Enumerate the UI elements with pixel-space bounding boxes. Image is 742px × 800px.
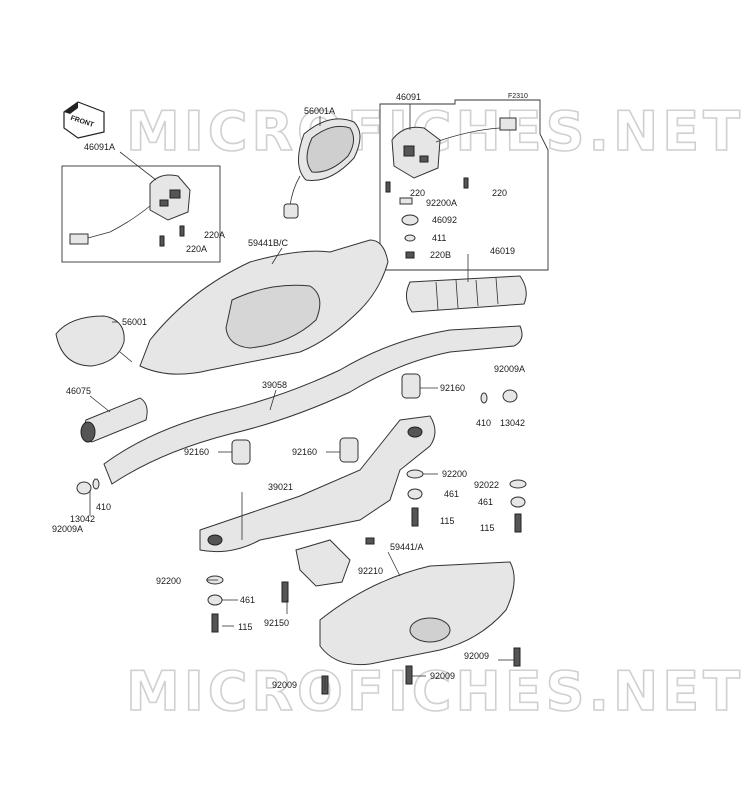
label-92009A-right: 92009A: [494, 364, 525, 374]
front-arrow-icon: FRONT: [63, 101, 105, 139]
label-59441A: 59441/A: [390, 542, 424, 552]
screw-92009-c: [513, 647, 521, 667]
label-92160-left: 92160: [184, 447, 209, 457]
washer-92200-right: [406, 469, 424, 479]
bolt-115-mid: [411, 507, 419, 527]
label-92009A-left: 92009A: [52, 524, 83, 534]
label-46019: 46019: [490, 246, 515, 256]
label-92160-middle: 92160: [292, 447, 317, 457]
handlebar-lower-cover: [319, 561, 515, 666]
label-115-left: 115: [238, 622, 252, 632]
washer-410-left: [92, 478, 100, 490]
right-grip: [406, 275, 527, 313]
washer-410-right: [480, 392, 488, 404]
label-220A-2: 220A: [186, 244, 207, 254]
right-switch-frame: [379, 99, 549, 271]
holder-hole-left: [207, 534, 223, 546]
cover-vent: [225, 284, 321, 349]
label-461-left: 461: [240, 595, 255, 605]
label-46091A: 46091A: [84, 142, 115, 152]
label-410-right: 410: [476, 418, 491, 428]
label-410-left: 410: [96, 502, 111, 512]
label-46091: 46091: [396, 92, 421, 102]
ref-code: F2310: [508, 93, 528, 100]
label-92022: 92022: [474, 480, 499, 490]
label-92009-bottom-middle: 92009: [430, 671, 455, 681]
left-grip: [80, 397, 148, 443]
label-92210: 92210: [358, 566, 383, 576]
lower-cover-opening: [409, 617, 451, 643]
label-46075: 46075: [66, 386, 91, 396]
label-39058: 39058: [262, 380, 287, 390]
label-220-2: 220: [492, 188, 507, 198]
label-13042-right: 13042: [500, 418, 525, 428]
label-56001A: 56001A: [304, 106, 335, 116]
label-56001: 56001: [122, 317, 147, 327]
right-switch-assembly: [385, 117, 517, 259]
damper-middle: [339, 437, 359, 463]
collar-461-mid: [407, 488, 423, 500]
left-mirror: [55, 315, 133, 367]
label-13042-left: 13042: [70, 514, 95, 524]
screw-92210: [365, 537, 375, 545]
label-92160-right: 92160: [440, 383, 465, 393]
label-39021: 39021: [268, 482, 293, 492]
damper-right: [401, 373, 421, 399]
label-92200-left: 92200: [156, 576, 181, 586]
label-92200A: 92200A: [426, 198, 457, 208]
label-59441BC: 59441B/C: [248, 238, 289, 248]
label-220A-1: 220A: [204, 230, 225, 240]
label-46092: 46092: [432, 215, 457, 225]
washer-92022: [509, 479, 527, 489]
label-92200-right: 92200: [442, 469, 467, 479]
left-switch-assembly: [69, 174, 191, 247]
holder-hole-right: [407, 426, 423, 438]
label-92009-right: 92009: [464, 651, 489, 661]
handlebar-holder: [199, 415, 436, 553]
bolt-115-left: [211, 613, 219, 633]
end-weight-left: [76, 481, 92, 495]
label-461-right: 461: [478, 497, 493, 507]
end-weight-right: [502, 389, 518, 403]
leader-lines: [89, 104, 514, 690]
label-461-middle: 461: [444, 489, 459, 499]
label-220-1: 220: [410, 188, 425, 198]
label-92150: 92150: [264, 618, 289, 628]
label-411: 411: [432, 233, 446, 243]
lower-bracket-block: [295, 539, 351, 587]
label-220B: 220B: [430, 250, 451, 260]
bolt-92150: [281, 581, 289, 603]
label-115-middle: 115: [440, 516, 454, 526]
label-115-right: 115: [480, 523, 494, 533]
collar-461-right: [510, 496, 526, 508]
watermark-bottom: MICROFICHES.NET: [126, 660, 742, 723]
right-mirror: [283, 118, 361, 219]
damper-left: [231, 439, 251, 465]
screw-92009-b: [405, 665, 413, 685]
handlebar-tube: [103, 325, 523, 485]
collar-461-left: [207, 594, 223, 606]
left-switch-frame: [61, 165, 221, 263]
bolt-115-right: [514, 513, 522, 533]
label-92009-bottom-left: 92009: [272, 680, 297, 690]
